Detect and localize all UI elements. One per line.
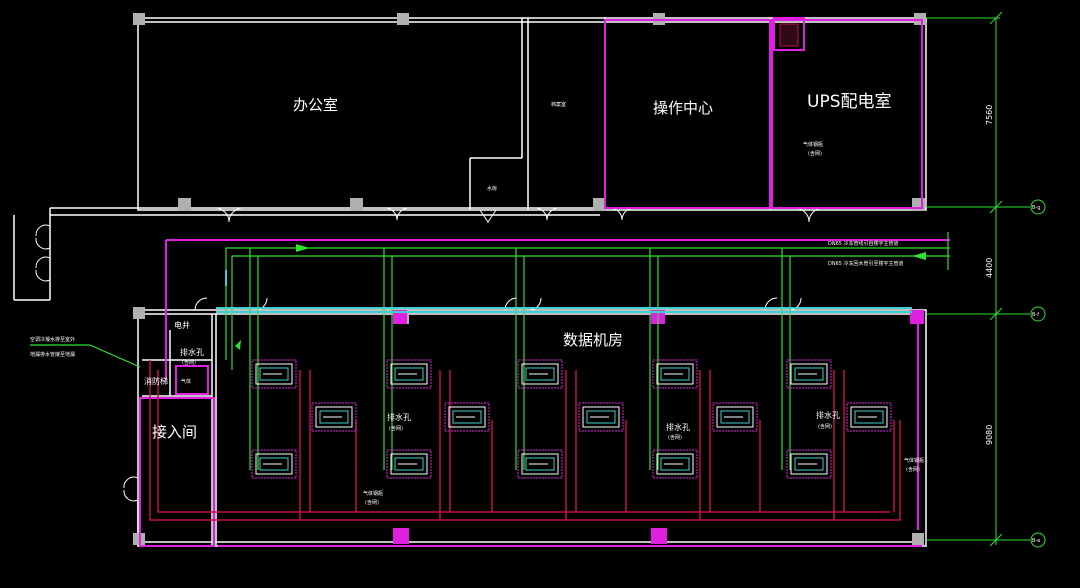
- left-note-2: 地漏排水管接至地漏: [30, 351, 75, 358]
- rack-unit-body: [716, 406, 754, 428]
- ups-cabinet: [779, 23, 799, 47]
- rack-unit-frame: [652, 449, 698, 479]
- drain-note-3: 排水孔: [666, 422, 690, 432]
- left-note-1: 空调冷凝水排至室外: [30, 336, 75, 343]
- gas-box-label: 气体: [181, 378, 191, 385]
- drain-note-1b: (含网): [182, 359, 196, 366]
- access-room-label: 接入间: [152, 423, 197, 441]
- gas-note-2: 气体钢瓶: [803, 141, 823, 148]
- pipe-note-1: DN65 冷冻管线引自楼宇主管道: [828, 240, 899, 247]
- drain-note-1: 排水孔: [180, 347, 204, 357]
- rack-unit-frame: [517, 449, 563, 479]
- office-label: 办公室: [293, 96, 338, 114]
- rack-unit-body: [790, 363, 828, 385]
- drain-note-4b: (含网): [818, 423, 832, 430]
- rack-unit-body: [582, 406, 620, 428]
- green-pipes: [30, 232, 950, 470]
- power-well-label: 电井: [174, 320, 190, 330]
- rack-unit-body: [390, 453, 428, 475]
- rack-unit-core: [586, 410, 616, 424]
- rack-unit-core: [854, 410, 884, 424]
- rack-unit-body: [521, 453, 559, 475]
- magenta-posts: [393, 310, 924, 544]
- gas-note-1b: (含网): [365, 499, 379, 506]
- rack-unit-body: [390, 363, 428, 385]
- rack-unit-core: [259, 367, 289, 381]
- rack-unit-core: [525, 457, 555, 471]
- rack-unit-frame: [652, 359, 698, 389]
- flow-arrows: [235, 244, 926, 350]
- red-pipes: [149, 360, 901, 521]
- rack-unit-core: [394, 457, 424, 471]
- rack-unit-frame: [251, 449, 297, 479]
- rack-unit-body: [448, 406, 486, 428]
- rack-unit-body: [656, 453, 694, 475]
- gas-note-3: 气体钢瓶: [904, 457, 924, 464]
- rack-unit-body: [790, 453, 828, 475]
- cyan-walls: [216, 270, 912, 313]
- rack-unit-frame: [712, 402, 758, 432]
- rack-unit-frame: [251, 359, 297, 389]
- pipe-note-2: DN65 冷冻回水管引至楼宇主管道: [828, 260, 904, 267]
- rack-unit-core: [525, 367, 555, 381]
- drain-note-2: 排水孔: [387, 412, 411, 422]
- rack-unit-frame: [786, 449, 832, 479]
- rack-unit-core: [660, 367, 690, 381]
- rack-unit-frame: [444, 402, 490, 432]
- gas-note-1: 气体钢瓶: [363, 490, 383, 497]
- dimension-lines: [926, 11, 1046, 548]
- dim-9080: 9080: [985, 425, 994, 445]
- archive-label: 档案室: [551, 101, 566, 108]
- rack-unit-core: [394, 367, 424, 381]
- gas-note-3b: (含网): [906, 466, 920, 473]
- rack-unit-core: [452, 410, 482, 424]
- rack-unit-body: [521, 363, 559, 385]
- rack-unit-frame: [846, 402, 892, 432]
- magenta-zones: [139, 17, 950, 547]
- gas-note-2b: (含网): [808, 150, 822, 157]
- rack-unit-core: [794, 367, 824, 381]
- rack-unit-body: [255, 363, 293, 385]
- dim-7560: 7560: [985, 105, 994, 125]
- ups-room-label: UPS配电室: [807, 92, 892, 112]
- rack-unit-frame: [311, 402, 357, 432]
- rack-unit-core: [794, 457, 824, 471]
- axis-bg: B-g: [1032, 205, 1040, 211]
- axis-be: B-e: [1032, 538, 1040, 544]
- toilet-label: 水房: [487, 185, 497, 192]
- rack-unit-frame: [386, 449, 432, 479]
- rack-unit-core: [259, 457, 289, 471]
- drain-note-2b: (含网): [389, 425, 403, 432]
- rack-unit-core: [319, 410, 349, 424]
- rack-unit-frame: [786, 359, 832, 389]
- rack-unit-core: [660, 457, 690, 471]
- ladder-label: 消防梯: [144, 376, 168, 386]
- axis-bf: B-f: [1032, 312, 1039, 318]
- doors: [35, 207, 824, 502]
- rack-unit-frame: [386, 359, 432, 389]
- walls: [13, 17, 927, 547]
- rack-unit-body: [255, 453, 293, 475]
- data-center-label: 数据机房: [563, 331, 623, 349]
- drain-note-4: 排水孔: [816, 410, 840, 420]
- drain-note-3b: (含网): [668, 434, 682, 441]
- operation-center-label: 操作中心: [653, 99, 713, 117]
- rack-unit-frame: [517, 359, 563, 389]
- rack-unit-core: [720, 410, 750, 424]
- rack-unit-body: [656, 363, 694, 385]
- rack-unit-body: [850, 406, 888, 428]
- rack-units: [251, 359, 892, 479]
- rack-unit-frame: [578, 402, 624, 432]
- rack-unit-body: [315, 406, 353, 428]
- dim-4400: 4400: [985, 258, 994, 278]
